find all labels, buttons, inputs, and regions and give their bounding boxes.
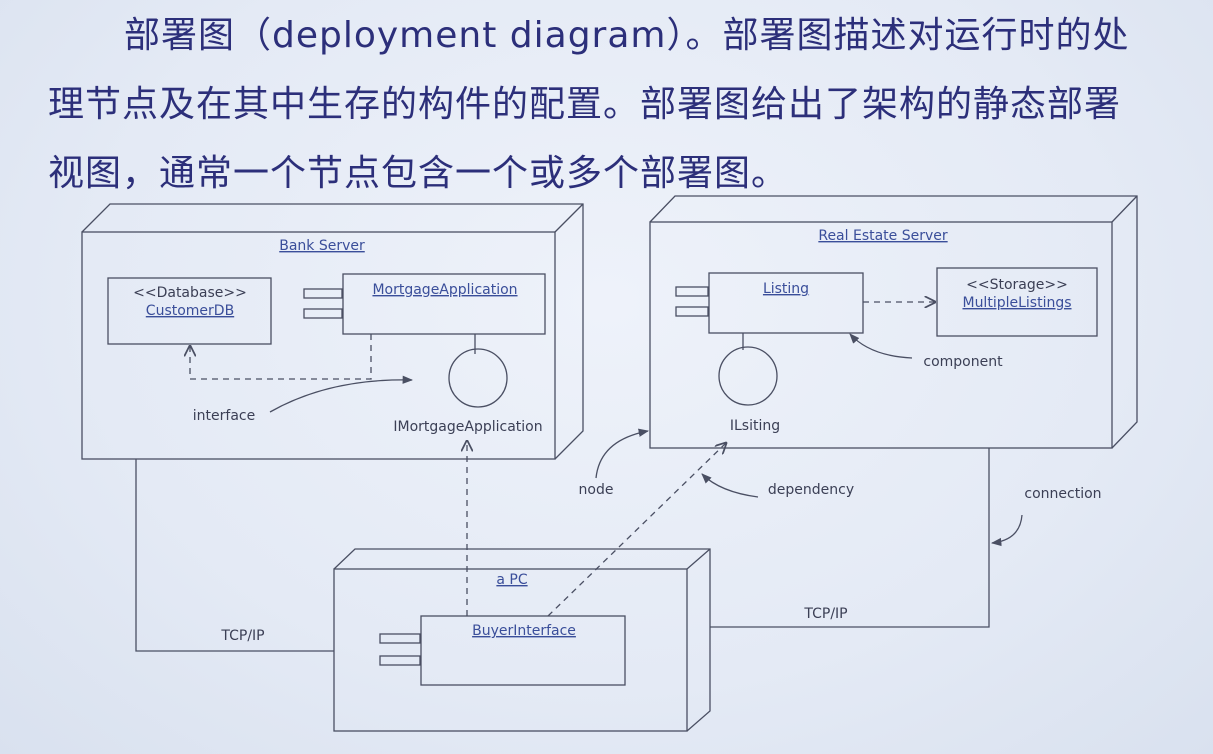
- connection-pointer: [990, 514, 1023, 547]
- connection-bank-pc: [135, 459, 334, 652]
- storage-stereotype: <<Storage>>: [966, 277, 1068, 293]
- mortgage-component: [303, 273, 546, 335]
- pc-label: a PC: [496, 572, 527, 588]
- storage-component: [936, 267, 1098, 337]
- dependency-pointer: [701, 473, 759, 498]
- listing-component: [675, 272, 864, 334]
- dependency-mortgage-db: [190, 334, 372, 380]
- storage-name: MultipleListings: [962, 295, 1071, 311]
- bank-server-node: [81, 203, 584, 460]
- connection-left-label: TCP/IP: [220, 628, 264, 644]
- customerdb-name: CustomerDB: [146, 303, 234, 319]
- imortgage-interface-symbol: [448, 348, 508, 408]
- realestate-server-node: [649, 195, 1138, 449]
- customerdb-stereotype: <<Database>>: [133, 285, 247, 301]
- listing-name: Listing: [763, 281, 809, 297]
- connection-annotation: connection: [1024, 486, 1101, 502]
- dependency-annotation: dependency: [768, 482, 854, 498]
- component-annotation: component: [923, 354, 1003, 370]
- buyer-component: [379, 615, 626, 686]
- node-pointer: [595, 428, 650, 479]
- node-annotation: node: [579, 482, 614, 498]
- ilisting-label: ILsiting: [730, 418, 780, 434]
- buyer-name: BuyerInterface: [472, 623, 576, 639]
- paragraph-line-2: 理节点及在其中生存的构件的配置。部署图给出了架构的静态部署: [48, 84, 1122, 125]
- component-pointer: [849, 333, 913, 359]
- connection-right-label: TCP/IP: [803, 606, 847, 622]
- realestate-server-label: Real Estate Server: [818, 228, 948, 244]
- customerdb-component: [107, 277, 272, 345]
- interface-annotation: interface: [193, 408, 255, 424]
- paragraph-line-1: 部署图（deployment diagram）。部署图描述对运行时的处: [124, 15, 1130, 56]
- bank-server-label: Bank Server: [279, 238, 365, 254]
- connection-realestate-pc: [710, 448, 990, 628]
- interface-pointer: [269, 375, 414, 413]
- mortgage-name: MortgageApplication: [372, 282, 517, 298]
- paragraph-line-3: 视图，通常一个节点包含一个或多个部署图。: [48, 153, 789, 194]
- ilisting-interface-symbol: [718, 346, 778, 406]
- imortgage-label: IMortgageApplication: [393, 419, 542, 435]
- pc-node: [333, 548, 711, 732]
- dependency-buyer-ilisting: [547, 443, 726, 617]
